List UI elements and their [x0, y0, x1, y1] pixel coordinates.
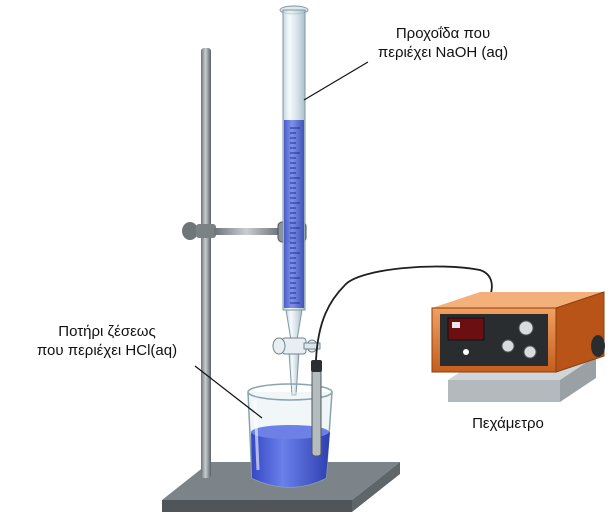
burette-leader-line: [303, 61, 369, 101]
ph-meter-knob: [463, 349, 469, 355]
beaker: [247, 383, 333, 488]
burette-label: Προχοΐδα που περιέχει NaOH (aq): [338, 24, 548, 62]
ph-meter-knob: [518, 320, 534, 336]
burette-label-line: Προχοΐδα που: [395, 25, 491, 42]
beaker-label-line: που περιέχει HCl(aq): [36, 342, 178, 359]
beaker-hcl-solution: [251, 432, 330, 487]
ph-meter-knob: [523, 345, 537, 359]
ph-electrode: [311, 265, 493, 457]
burette-label-line: περιέχει NaOH (aq): [377, 44, 509, 61]
burette-naoh-solution: [284, 120, 304, 308]
beaker-label: Ποτήρι ζέσεως που περιέχει HCl(aq): [12, 322, 202, 360]
beaker-label-line: Ποτήρι ζέσεως: [58, 323, 156, 340]
stopcock: [272, 337, 321, 355]
stand-rod: [201, 48, 211, 478]
burette: [279, 5, 309, 396]
beaker-leader-line: [194, 365, 263, 419]
ph-display: [447, 317, 485, 341]
ph-meter-label: Πεχάμετρο: [438, 414, 578, 433]
ph-meter-label-text: Πεχάμετρο: [472, 415, 544, 432]
ph-meter-knob: [501, 339, 515, 353]
ph-meter: [431, 291, 605, 402]
